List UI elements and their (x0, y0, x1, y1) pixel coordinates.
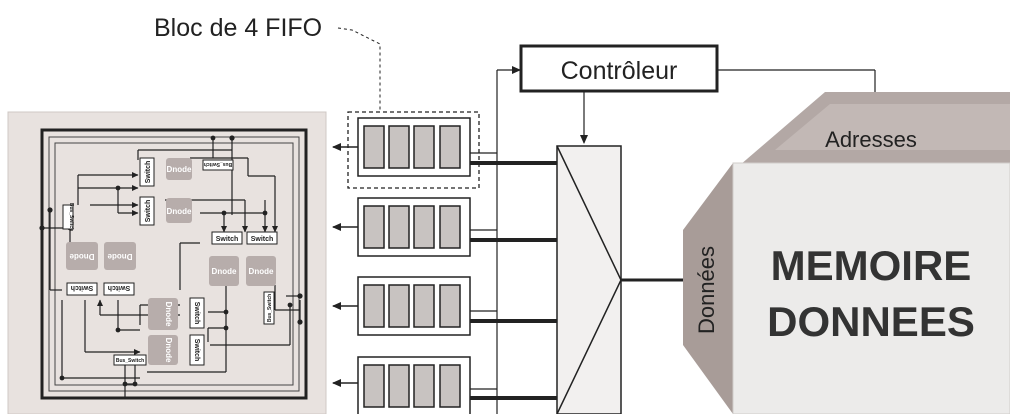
chip-outer-border (40, 128, 308, 400)
svg-text:Switch: Switch (251, 236, 274, 243)
fifo-block-outline (347, 111, 480, 189)
controller-box: Contrôleur (519, 44, 719, 93)
dnode-left-1: Dnode (66, 242, 98, 270)
controller-label: Contrôleur (561, 57, 678, 85)
fifo-1 (357, 117, 471, 177)
svg-text:Switch: Switch (71, 284, 94, 291)
svg-text:Switch: Switch (193, 302, 200, 325)
svg-text:Bus_Switch: Bus_Switch (204, 161, 232, 167)
fifo-block-leader (337, 27, 381, 112)
memory-title-line2: DONNEES (767, 298, 975, 345)
reconfigurable-chip: Dnode Dnode Dnode Dnode Dnode Dnode Dnod… (7, 111, 327, 415)
fifo-2 (357, 197, 471, 257)
svg-text:Dnode: Dnode (249, 267, 274, 276)
fifo-output-arrows (332, 143, 358, 387)
svg-text:Bus_Switch: Bus_Switch (116, 358, 144, 364)
switch-mid-2: Switch (246, 231, 278, 245)
bus-switch-left: Bus_Switch (62, 203, 74, 231)
fifo-block-label: Bloc de 4 FIFO (154, 14, 322, 42)
switch-left-1: Switch (66, 282, 98, 296)
svg-text:Dnode: Dnode (69, 252, 94, 261)
switch-bottom-2: Switch (189, 334, 205, 366)
memory-top-light (775, 104, 1010, 150)
bus-switch-bottom: Bus_Switch (113, 354, 147, 366)
dnode-center-1: Dnode (209, 256, 239, 286)
memory-left-face (683, 163, 733, 414)
dnode-bottom-1: Dnode (148, 298, 178, 330)
svg-text:Switch: Switch (108, 284, 131, 291)
dnode-center-2: Dnode (246, 256, 276, 286)
svg-text:Switch: Switch (145, 200, 152, 223)
switch-top-1: Switch (139, 157, 155, 187)
switch-mid-1: Switch (211, 231, 243, 245)
memory-front-face (732, 162, 1010, 415)
memory-title-line1: MEMOIRE (771, 242, 972, 289)
svg-text:Switch: Switch (216, 236, 239, 243)
svg-text:Switch: Switch (193, 339, 200, 362)
bus-switch-top: Bus_Switch (202, 159, 234, 171)
dnode-top-2: Dnode (166, 198, 192, 223)
svg-text:Bus_Switch: Bus_Switch (68, 203, 74, 231)
switch-top-2: Switch (139, 196, 155, 226)
svg-text:Dnode: Dnode (212, 267, 237, 276)
data-label: Données (694, 246, 719, 334)
data-memory: Adresses Données MEMOIRE DONNEES (683, 92, 1010, 415)
svg-text:Dnode: Dnode (164, 338, 173, 363)
svg-text:Dnode: Dnode (167, 165, 192, 174)
fifo-4 (357, 356, 471, 416)
addresses-label: Adresses (825, 127, 917, 152)
svg-text:Dnode: Dnode (107, 252, 132, 261)
svg-text:Dnode: Dnode (167, 207, 192, 216)
chip-background (7, 111, 327, 415)
dnode-top-1: Dnode (166, 158, 192, 180)
chip-bus-ring-1 (48, 136, 300, 392)
dnode-left-2: Dnode (104, 242, 136, 270)
fifo-3 (357, 276, 471, 336)
svg-text:Switch: Switch (145, 161, 152, 184)
switch-left-2: Switch (103, 282, 135, 296)
fifo-group (332, 111, 480, 416)
data-buses (470, 161, 557, 400)
bus-switch-right: Bus_Switch (263, 291, 275, 325)
multiplexer (556, 145, 720, 415)
switch-bottom-1: Switch (189, 297, 205, 329)
svg-text:Dnode: Dnode (164, 302, 173, 327)
chip-bus-ring-2 (54, 142, 294, 386)
svg-text:Bus_Switch: Bus_Switch (267, 294, 273, 322)
dnode-bottom-2: Dnode (148, 335, 178, 365)
